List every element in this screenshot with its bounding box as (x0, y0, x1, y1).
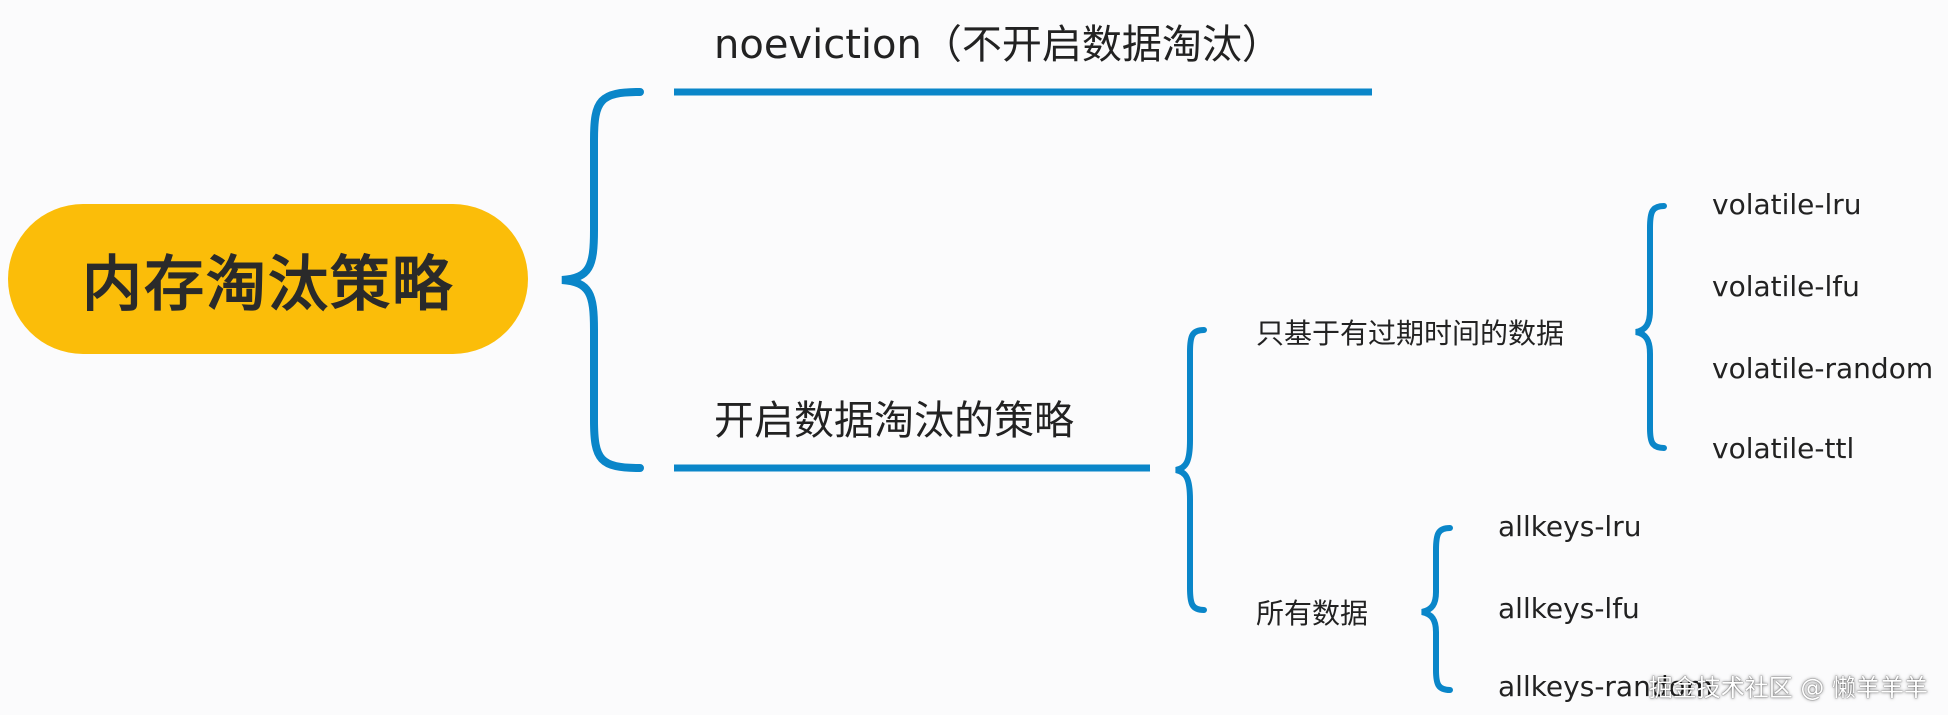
root-label: 内存淘汰策略 (82, 249, 454, 320)
root-brace (561, 88, 644, 472)
allkeys-lru-label: allkeys-lru (1498, 510, 1642, 543)
watermark: 掘金技术社区 @ 懒羊羊羊 (1648, 674, 1928, 702)
volatile-lfu-label: volatile-lfu (1712, 270, 1860, 303)
volatile-random-label: volatile-random (1712, 352, 1934, 385)
volatile-brace (1635, 203, 1667, 451)
allkeys-random-label: allkeys-random (1498, 670, 1714, 703)
noeviction-label: noeviction（不开启数据淘汰） (714, 22, 1282, 68)
expire-data-label: 只基于有过期时间的数据 (1256, 317, 1565, 350)
enable-brace (1175, 327, 1207, 613)
enable-eviction-label: 开启数据淘汰的策略 (714, 398, 1074, 444)
allkeys-lfu-label: allkeys-lfu (1498, 592, 1640, 625)
all-data-label: 所有数据 (1256, 597, 1369, 630)
volatile-ttl-label: volatile-ttl (1712, 432, 1855, 465)
volatile-lru-label: volatile-lru (1712, 188, 1862, 221)
allkeys-brace (1421, 525, 1453, 693)
root-node: 内存淘汰策略 (8, 204, 528, 354)
